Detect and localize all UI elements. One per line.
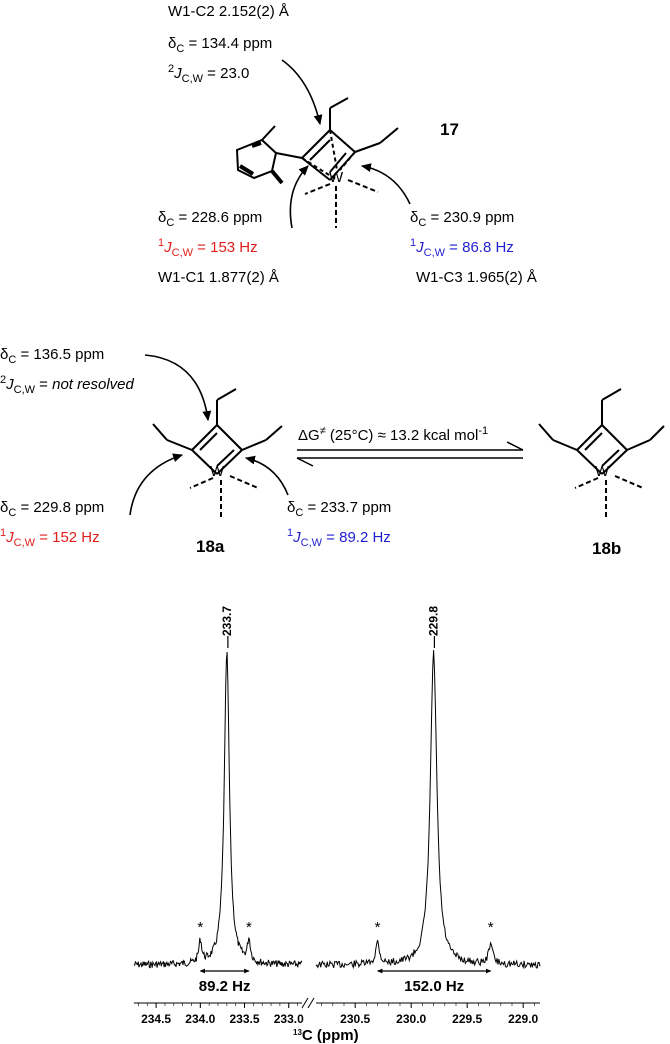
equilibrium-label: ΔG≠ (25°C) ≈ 13.2 kcal mol-1 (298, 425, 488, 444)
label-18b: 18b (592, 539, 621, 558)
18a-top-coupling: 2JC,W = not resolved (0, 374, 134, 396)
label-18a: 18a (196, 537, 225, 556)
spectrum-trace-right (315, 650, 541, 970)
w-atom-17: W (329, 169, 344, 186)
c3-coupling: 1JC,W = 86.8 Hz (410, 237, 514, 259)
tick-label: 229.0 (508, 1012, 538, 1026)
peak-label: —233.7 (220, 606, 234, 648)
18a-right-coupling: 1JC,W = 89.2 Hz (287, 527, 391, 549)
tick-label: 234.5 (141, 1012, 171, 1026)
metallacycle-18a (152, 388, 283, 520)
coupling-label: 152.0 Hz (404, 978, 464, 995)
18a-left-arrow (129, 453, 184, 516)
label-17: 17 (440, 120, 459, 139)
spectrum-trace-left (133, 651, 303, 969)
c1-bond-length: W1-C1 1.877(2) Å (158, 269, 279, 286)
forward-arrow-head (506, 441, 524, 451)
tick-label: 233.5 (230, 1012, 260, 1026)
compound-18b: W 18b (538, 388, 665, 558)
xylyl-ring (235, 125, 303, 185)
compound-18a: δC = 136.5 ppm 2JC,W = not resolved W δC… (0, 346, 391, 556)
coupling-arrows: 89.2 Hz 152.0 Hz (199, 968, 492, 995)
18a-left-coupling: 1JC,W = 152 Hz (0, 527, 100, 549)
satellite-marker: * (375, 919, 381, 936)
compound-17: W1-C2 2.152(2) Å δC = 134.4 ppm 2JC,W = … (158, 3, 537, 286)
tick-group-left: 234.5 234.0 233.5 233.0 (138, 1003, 304, 1026)
metallacycle-17 (301, 97, 399, 228)
c2-shift: δC = 134.4 ppm (168, 35, 272, 55)
18a-right-shift: δC = 233.7 ppm (287, 499, 391, 519)
c3-shift: δC = 230.9 ppm (410, 209, 514, 229)
w-atom-18b: W (595, 463, 610, 480)
tick-label: 233.0 (274, 1012, 304, 1026)
c2-arrow (281, 59, 323, 126)
c1-coupling: 1JC,W = 153 Hz (158, 237, 258, 259)
axis-break-mark (307, 997, 315, 1009)
satellite-marker: * (197, 919, 203, 936)
w-atom-18a: W (210, 463, 225, 480)
reverse-arrow-head (296, 457, 314, 467)
c1-shift: δC = 228.6 ppm (158, 209, 262, 229)
c1-arrow (289, 165, 309, 229)
tick-label: 229.5 (452, 1012, 482, 1026)
18a-left-shift: δC = 229.8 ppm (0, 499, 104, 519)
peak-labels: —233.7 —229.8 (220, 606, 441, 648)
tick-label: 230.5 (340, 1012, 370, 1026)
ppm-axis: 234.5 234.0 233.5 233.0 230.5 230.0 229.5 229.… (134, 997, 540, 1044)
c2-coupling: 2JC,W = 23.0 (168, 63, 249, 85)
metallacycle-18b (538, 388, 665, 520)
tick-group-right: 230.5 230.0 229.5 229.0 (321, 1003, 539, 1026)
axis-break-mark (301, 997, 309, 1009)
satellite-marker: * (246, 919, 252, 936)
satellite-markers: * * * * (197, 919, 493, 936)
tick-label: 230.0 (396, 1012, 426, 1026)
18a-top-arrow (144, 354, 212, 422)
c3-bond-length: W1-C3 1.965(2) Å (416, 269, 537, 286)
c3-arrow (360, 163, 411, 205)
equilibrium: ΔG≠ (25°C) ≈ 13.2 kcal mol-1 (296, 425, 524, 467)
c2-bond-length: W1-C2 2.152(2) Å (168, 3, 289, 20)
coupling-label: 89.2 Hz (199, 978, 251, 995)
peak-label: —229.8 (427, 606, 441, 648)
tick-label: 234.0 (185, 1012, 215, 1026)
18a-right-arrow (244, 455, 289, 496)
18a-top-shift: δC = 136.5 ppm (0, 346, 104, 366)
axis-title: 13C (ppm) (293, 1027, 359, 1044)
satellite-marker: * (488, 919, 494, 936)
